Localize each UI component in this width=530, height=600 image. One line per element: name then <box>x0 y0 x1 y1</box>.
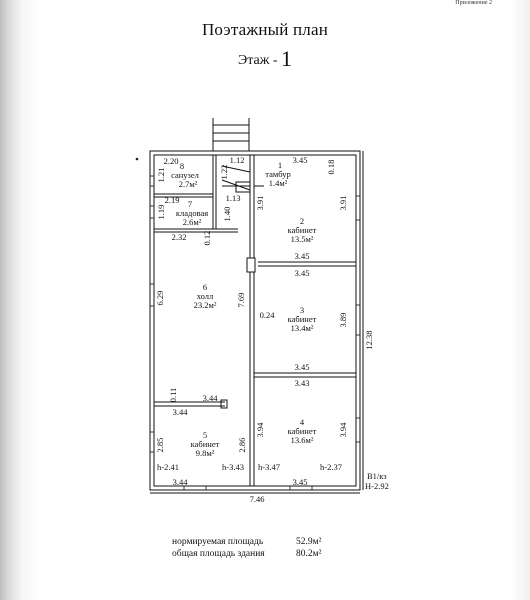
dim-entry-side: 1.22 <box>219 165 229 180</box>
room-4-area: 13.6м² <box>291 435 314 445</box>
dim-entry-depth: 1.13 <box>226 193 241 203</box>
dim-corridor-length: 7.69 <box>236 293 246 308</box>
room-1-area: 1.4м² <box>269 178 288 188</box>
room-5-area: 9.8м² <box>196 448 215 458</box>
room-5-number: 5 <box>203 430 207 440</box>
room-8-area: 2.7м² <box>179 179 198 189</box>
scan-speck <box>135 157 139 161</box>
dim-overall-width: 7.46 <box>250 494 265 504</box>
dim-cabinet5-bottom: 3.44 <box>173 477 189 487</box>
room-5-name: кабинет <box>191 439 220 449</box>
dim-cabinet3-bottom: 3.45 <box>295 362 310 372</box>
windows <box>150 175 360 490</box>
dim-bath-width: 2.20 <box>164 156 179 166</box>
height-cabinet4-east: h-2.37 <box>320 462 342 472</box>
exterior-wall-inner <box>153 154 357 487</box>
exterior-wall-outer <box>149 150 361 491</box>
page-title: Поэтажный план <box>201 20 329 39</box>
dim-cabinet4-top: 3.43 <box>295 378 310 388</box>
room-1-name: тамбур <box>265 169 290 179</box>
floor-number: 1 <box>281 46 293 71</box>
dim-cabinet2-bottom: 3.45 <box>295 251 310 261</box>
dim-entry-width: 1.12 <box>230 155 245 165</box>
room-3-area: 13.4м² <box>291 323 314 333</box>
room-3-number: 3 <box>300 305 304 315</box>
normalized-area-value: 52.9м² <box>296 537 322 547</box>
dim-tambour-width: 3.45 <box>293 155 308 165</box>
dim-cabinet5-top: 3.44 <box>173 407 189 417</box>
pillar <box>246 257 256 273</box>
dim-cabinet4-east: 3.94 <box>338 422 348 438</box>
room-8-name: санузел <box>171 170 200 180</box>
dim-overall-depth: 12.38 <box>364 330 374 349</box>
total-area-label: общая площадь здания <box>172 549 265 559</box>
floor-label: Этаж - 1 <box>0 46 530 72</box>
room-6-number: 6 <box>203 282 207 292</box>
dim-cabinet4-west: 3.94 <box>255 422 265 438</box>
room-1-number: 1 <box>278 160 282 170</box>
dim-cabinet4-bottom: 3.45 <box>293 477 308 487</box>
dim-cabinet3-depth: 3.89 <box>338 313 348 328</box>
dim-tambour-depth: 0.18 <box>326 160 336 175</box>
room-6-area: 23.2м² <box>194 300 217 310</box>
room-7-area: 2.6м² <box>183 217 202 227</box>
dim-cabinet2-east: 3.91 <box>338 196 348 211</box>
entrance-stair <box>212 118 250 151</box>
appendix-note: Приложение 2 <box>455 0 492 6</box>
room-7-name: кладовая <box>176 208 208 218</box>
dim-pantry-depth: 1.19 <box>156 205 166 220</box>
room-7-number: 7 <box>188 199 192 209</box>
total-area-value: 80.2м² <box>296 549 322 559</box>
room-2-name: кабинет <box>288 225 317 235</box>
room-3-name: кабинет <box>288 314 317 324</box>
dim-hall-depth: 6.29 <box>155 291 165 306</box>
height-cabinet5-east: h-3.43 <box>222 462 244 472</box>
room-8-number: 8 <box>180 161 184 171</box>
room-2-area: 13.5м² <box>291 234 314 244</box>
dim-bath-depth: 1.21 <box>156 168 166 183</box>
building-height: H-2.92 <box>365 481 389 491</box>
building-code: B1/кз <box>367 471 387 481</box>
dim-cabinet3-top: 3.45 <box>295 268 310 278</box>
dim-corridor-width: 0.24 <box>260 310 276 320</box>
dim-cabinet2-west: 3.91 <box>255 196 265 211</box>
dim-pantry-bottom: 2.32 <box>172 232 187 242</box>
height-cabinet4-west: h-3.47 <box>258 462 280 472</box>
room-4-number: 4 <box>300 417 305 427</box>
door-swing-entry <box>221 165 251 173</box>
floor-word: Этаж - <box>237 53 278 68</box>
height-cabinet5-west: h-2.41 <box>157 462 179 472</box>
dim-pantry-width: 2.19 <box>165 195 180 205</box>
dim-hall-bottom: 3.44 <box>203 393 219 403</box>
dim-cabinet5-west: 2.85 <box>155 438 165 453</box>
dim-cabinet5-east: 2.86 <box>237 438 247 453</box>
dim-pantry-wall: 0.12 <box>202 231 212 246</box>
normalized-area-label: нормируемая площадь <box>172 537 264 547</box>
dim-hall-wall: 0.11 <box>168 388 178 403</box>
room-6-name: холл <box>197 291 214 301</box>
room-2-number: 2 <box>300 216 304 226</box>
dim-pantry-east: 1.40 <box>222 207 232 222</box>
room-4-name: кабинет <box>288 426 317 436</box>
